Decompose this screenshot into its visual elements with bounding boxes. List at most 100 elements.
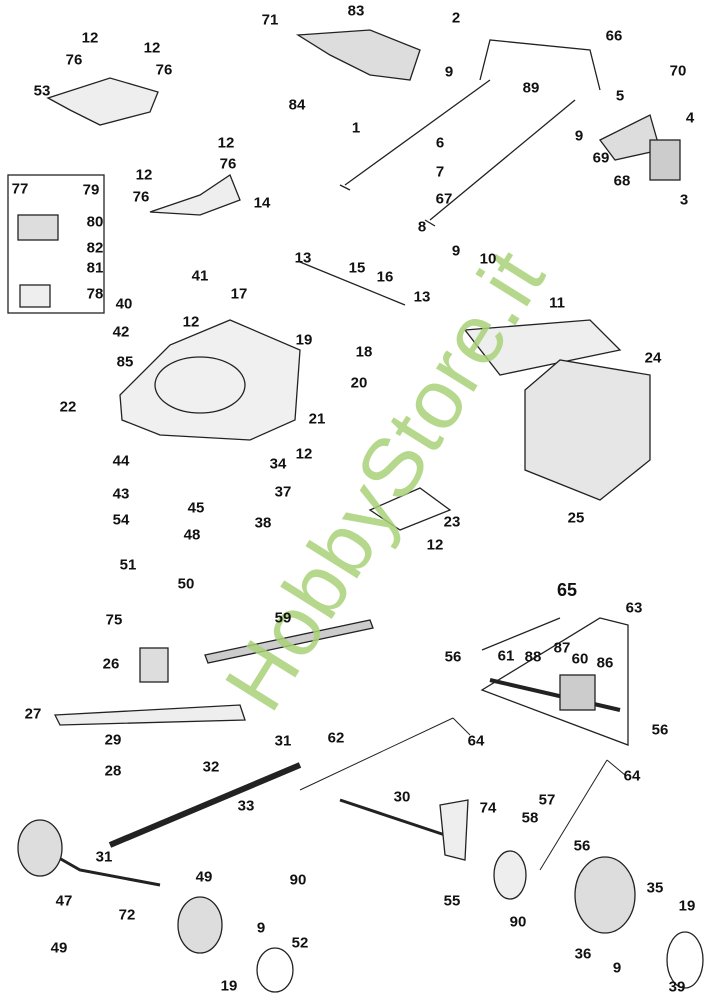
part-number-label: 21: [308, 410, 326, 428]
part-number-label: 71: [261, 11, 279, 29]
drive-shaft: [489, 678, 621, 712]
grass-bag-part: [524, 359, 651, 501]
part-number-label: 11: [549, 294, 565, 312]
part-number-label: 12: [143, 39, 161, 57]
lever-part: [149, 174, 241, 216]
part-number-label: 12: [81, 29, 99, 47]
part-number-label: 85: [116, 353, 134, 371]
part-number-label: 12: [426, 536, 444, 554]
part-number-label: 74: [479, 799, 497, 817]
part-number-label: 89: [522, 79, 540, 97]
part-number-label: 76: [155, 61, 173, 79]
part-number-label: 17: [230, 285, 248, 303]
part-number-label: 84: [288, 96, 306, 114]
part-number-label: 37: [274, 483, 292, 501]
part-number-label: 54: [112, 511, 130, 529]
deck-part: [119, 319, 301, 441]
part-number-label: 12: [217, 134, 235, 152]
flap-part: [463, 319, 622, 376]
part-number-label: 19: [220, 977, 238, 995]
deck-opening: [154, 356, 246, 414]
part-number-label: 23: [443, 513, 461, 531]
part-number-label: 14: [253, 194, 271, 212]
part-number-label: 12: [295, 445, 313, 463]
part-number-label: 31: [274, 732, 292, 750]
part-number-label: 3: [679, 191, 689, 209]
leader-lines: [299, 717, 626, 871]
part-number-label: 9: [574, 127, 584, 145]
axle-part: [339, 798, 461, 842]
part-number-label: 5: [615, 87, 625, 105]
part-number-label: 68: [613, 172, 631, 190]
part-number-label: 27: [24, 705, 42, 723]
part-number-label: 69: [592, 149, 610, 167]
part-number-label: 7: [435, 163, 445, 181]
part-number-label: 25: [567, 509, 585, 527]
part-number-label: 82: [86, 239, 104, 257]
transformer-part: [19, 284, 51, 308]
part-number-label: 22: [59, 398, 77, 416]
part-number-label: 16: [376, 268, 394, 286]
part-number-label: 28: [104, 762, 122, 780]
wheel-part: [177, 896, 223, 954]
pulley-part: [139, 647, 169, 683]
part-number-label: 2: [451, 9, 461, 27]
part-number-label: 18: [355, 343, 373, 361]
belt-part: [204, 619, 374, 664]
part-number-label: 19: [678, 897, 696, 915]
part-number-label: 48: [183, 526, 201, 544]
handle-bars: [344, 39, 601, 221]
axle-bracket-part: [439, 799, 469, 861]
part-number-label: 34: [269, 455, 287, 473]
gear-wheel-part: [493, 850, 527, 900]
part-number-label: 9: [256, 919, 266, 937]
part-number-label: 88: [524, 648, 542, 666]
part-number-label: 12: [182, 313, 200, 331]
part-number-label: 47: [55, 892, 73, 910]
part-number-label: 52: [291, 934, 309, 952]
part-number-label: 90: [289, 871, 307, 889]
part-number-label: 79: [82, 181, 100, 199]
switch-part: [17, 214, 59, 241]
part-number-label: 60: [571, 650, 589, 668]
part-number-label: 10: [479, 250, 497, 268]
part-number-label: 64: [467, 732, 485, 750]
part-number-label: 61: [497, 647, 515, 665]
part-number-label: 81: [86, 259, 104, 277]
part-number-label: 26: [102, 655, 120, 673]
part-number-label: 76: [132, 188, 150, 206]
part-number-label: 38: [254, 514, 272, 532]
part-number-label: 64: [623, 767, 641, 785]
hubcap-part: [666, 931, 704, 989]
part-number-label: 9: [612, 959, 622, 977]
part-number-label: 13: [413, 288, 431, 306]
part-number-label: 33: [237, 797, 255, 815]
part-number-label: 58: [521, 809, 539, 827]
part-number-label: 56: [444, 648, 462, 666]
part-number-label: 67: [435, 190, 453, 208]
part-number-label: 80: [86, 213, 104, 231]
part-number-label: 4: [685, 109, 695, 127]
part-number-label: 55: [443, 892, 461, 910]
part-number-label: 32: [202, 758, 220, 776]
part-number-label: 13: [294, 249, 312, 267]
electrical-inset-box: [7, 174, 105, 314]
part-number-label: 29: [104, 731, 122, 749]
part-number-label: 9: [451, 242, 461, 260]
part-number-label: 87: [553, 639, 571, 657]
part-number-label: 56: [573, 837, 591, 855]
part-number-label: 62: [327, 729, 345, 747]
cover-part: [46, 77, 159, 126]
part-number-label: 57: [538, 791, 556, 809]
part-number-label: 49: [50, 939, 68, 957]
part-number-label: 53: [33, 82, 51, 100]
part-number-label: 90: [509, 913, 527, 931]
part-number-label: 43: [112, 485, 130, 503]
axle-rod: [299, 261, 406, 306]
plate-part: [368, 487, 452, 531]
part-number-label: 83: [347, 2, 365, 20]
part-number-label: 45: [187, 499, 205, 517]
part-number-label: 6: [435, 134, 445, 152]
